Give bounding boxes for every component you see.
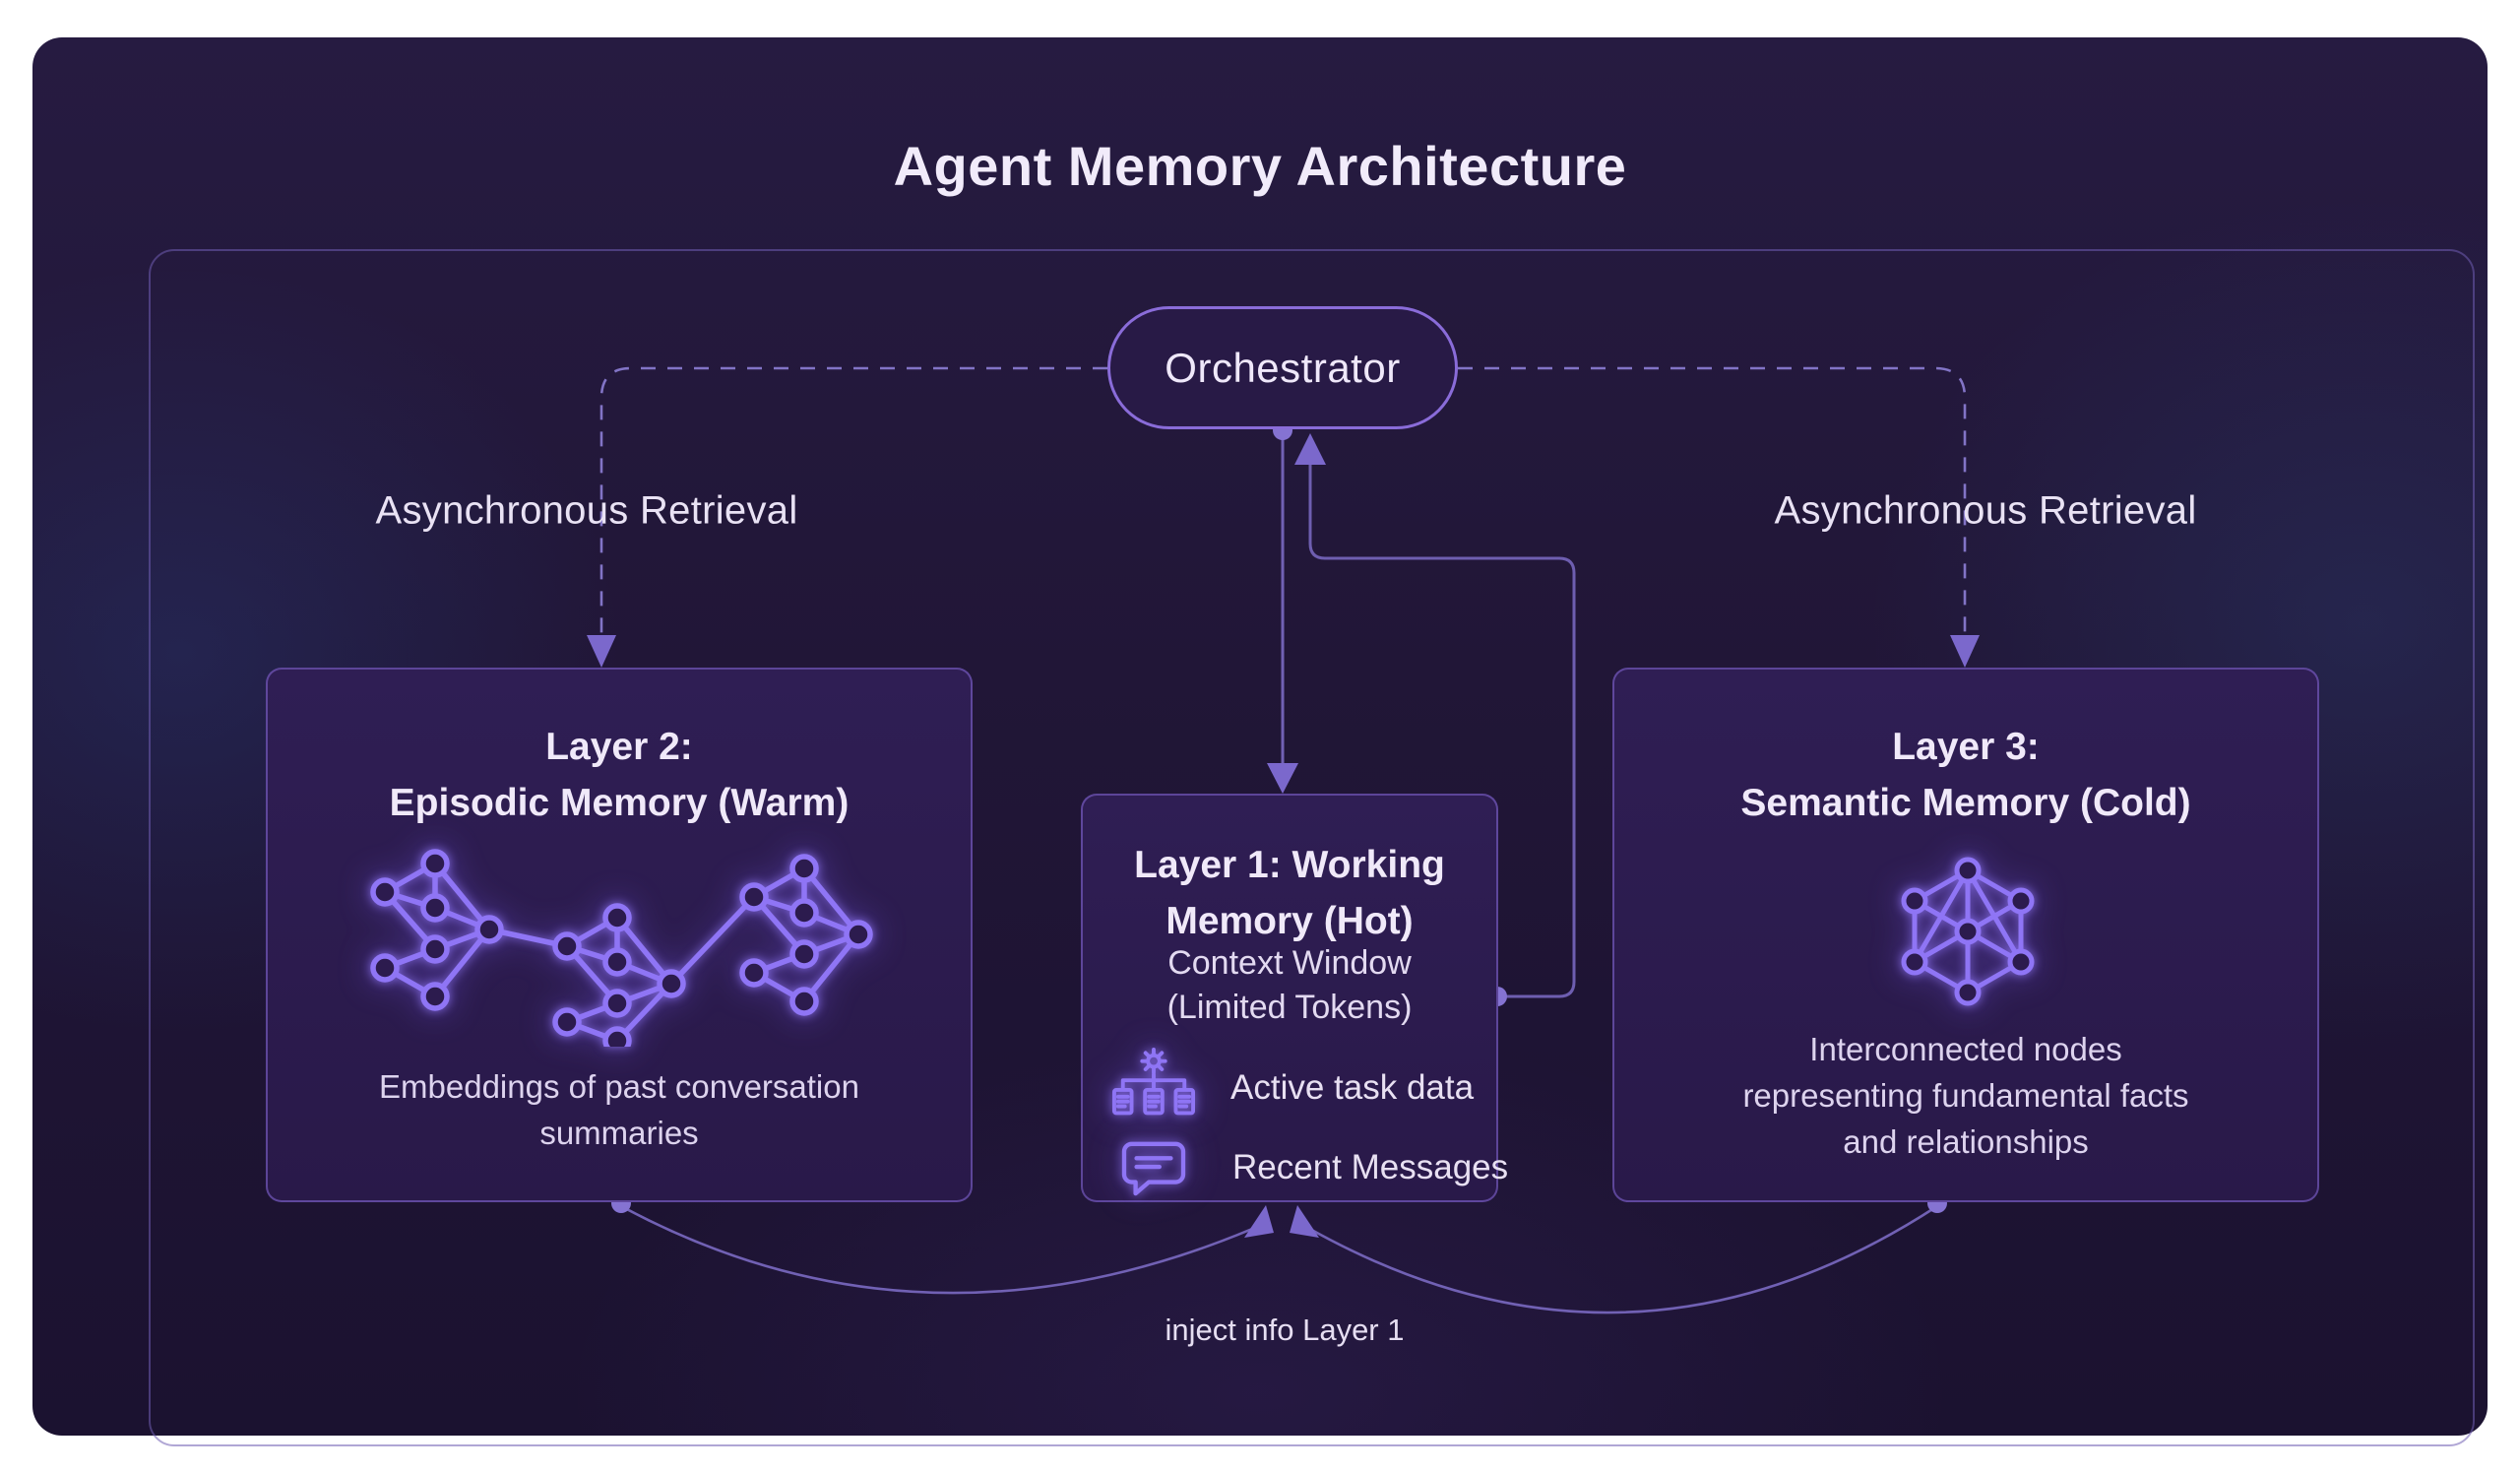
layer1-working-memory-box: Layer 1: Working Memory (Hot) Context Wi… <box>1081 794 1508 1202</box>
orchestrator-label: Orchestrator <box>1165 344 1401 391</box>
chat-bubble-icon <box>1121 1141 1186 1196</box>
layer2-description: Embeddings of past conversation summarie… <box>379 1068 859 1151</box>
task-distribution-icon <box>1112 1047 1195 1116</box>
layer3-semantic-memory-box: Layer 3: Semantic Memory (Cold) <box>1612 668 2319 1202</box>
layer1-subtitle: Context Window (Limited Tokens) <box>1166 944 1413 1026</box>
async-retrieval-left-label: Asynchronous Retrieval <box>375 488 798 533</box>
inject-info-label: inject info Layer 1 <box>1165 1313 1405 1347</box>
hex-network-icon <box>1901 857 2035 1006</box>
recent-messages-label: Recent Messages <box>1232 1148 1509 1186</box>
network-clusters-icon <box>370 849 873 1047</box>
diagram-title: Agent Memory Architecture <box>893 135 1627 197</box>
layer1-title: Layer 1: Working Memory (Hot) <box>1134 844 1445 942</box>
layer2-episodic-memory-box: Layer 2: Episodic Memory (Warm) <box>266 668 973 1202</box>
layer3-description: Interconnected nodes representing fundam… <box>1742 1031 2189 1160</box>
active-task-data-label: Active task data <box>1230 1068 1475 1107</box>
layer1-item-active-task-data: Active task data <box>1110 1047 1474 1129</box>
diagram-card: Agent Memory Architecture <box>32 37 2488 1446</box>
orchestrator-node: Orchestrator <box>1107 306 1458 429</box>
diagram-inner-frame <box>149 249 2475 1446</box>
async-retrieval-right-label: Asynchronous Retrieval <box>1774 488 2197 533</box>
layer1-item-recent-messages: Recent Messages <box>1120 1138 1508 1197</box>
layer2-title: Layer 2: Episodic Memory (Warm) <box>389 726 850 824</box>
layer3-title: Layer 3: Semantic Memory (Cold) <box>1740 726 2191 824</box>
